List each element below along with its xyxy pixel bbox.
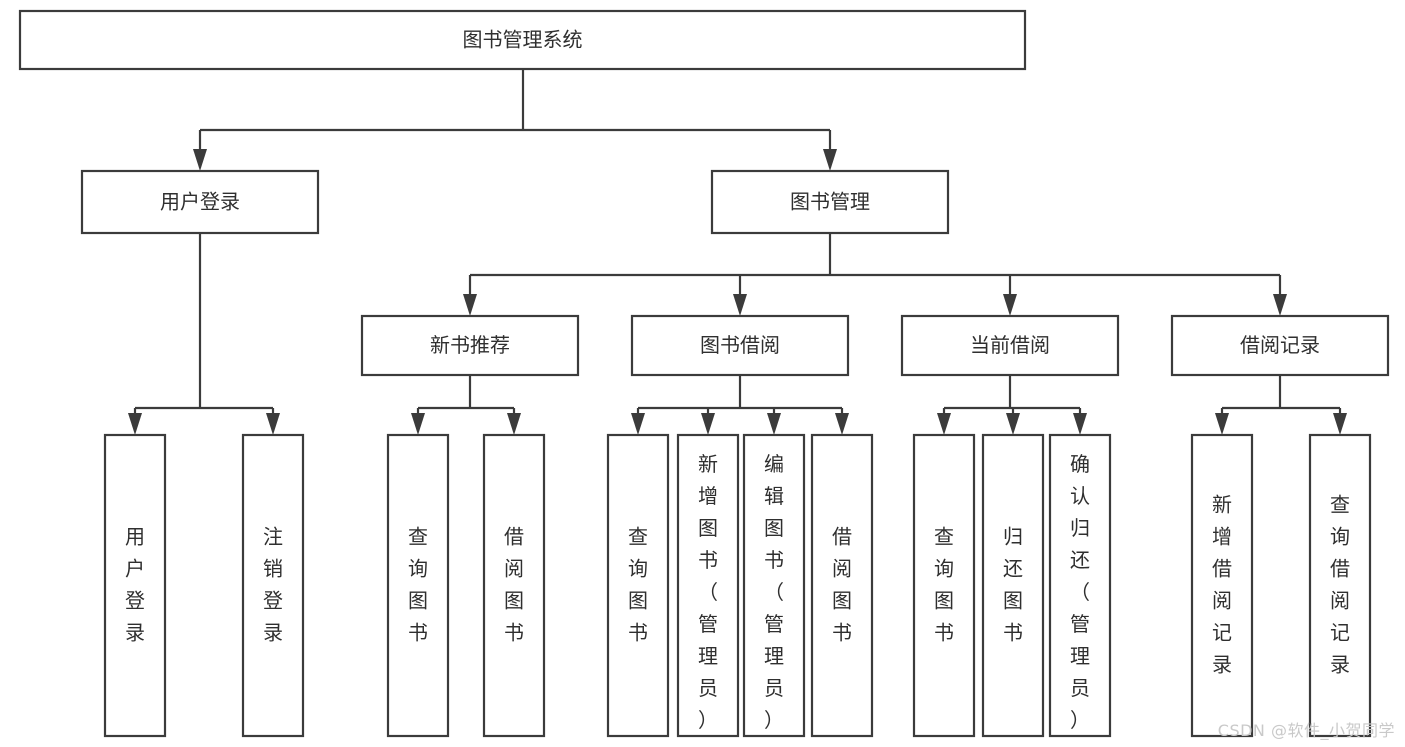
node-label-leaf6: 新增图书（管理员） bbox=[698, 452, 718, 732]
node-label-root: 图书管理系统 bbox=[463, 28, 583, 52]
connector-group bbox=[1215, 375, 1347, 435]
arrow-head-icon bbox=[463, 294, 477, 316]
arrow-head-icon bbox=[823, 149, 837, 171]
node-box-bookmgmt[interactable] bbox=[710, 169, 950, 235]
node-box-leaf13[interactable] bbox=[1308, 433, 1372, 738]
node-label-leaf4: 借阅图书 bbox=[504, 524, 524, 644]
node-borrow[interactable]: 图书借阅 bbox=[630, 314, 850, 377]
node-box-leaf7[interactable] bbox=[742, 433, 806, 738]
arrow-head-icon bbox=[767, 413, 781, 435]
node-label-leaf11: 确认归还（管理员） bbox=[1070, 452, 1090, 732]
connector-group bbox=[411, 375, 521, 435]
node-box-leaf3[interactable] bbox=[386, 433, 450, 738]
node-label-login: 用户登录 bbox=[160, 190, 240, 214]
node-box-leaf9[interactable] bbox=[912, 433, 976, 738]
connector-group bbox=[937, 375, 1087, 435]
node-leaf1[interactable]: 用户登录 bbox=[103, 433, 167, 738]
node-leaf11[interactable]: 确认归还（管理员） bbox=[1048, 433, 1112, 738]
node-box-leaf12[interactable] bbox=[1190, 433, 1254, 738]
arrow-head-icon bbox=[1073, 413, 1087, 435]
arrow-head-icon bbox=[193, 149, 207, 171]
connector-group bbox=[193, 69, 837, 171]
node-label-leaf8: 借阅图书 bbox=[832, 524, 852, 644]
arrow-head-icon bbox=[1006, 413, 1020, 435]
node-box-leaf8[interactable] bbox=[810, 433, 874, 738]
node-leaf13[interactable]: 查询借阅记录 bbox=[1308, 433, 1372, 738]
connector-layer bbox=[128, 69, 1347, 435]
node-label-current: 当前借阅 bbox=[970, 333, 1050, 357]
node-leaf9[interactable]: 查询图书 bbox=[912, 433, 976, 738]
node-box-leaf10[interactable] bbox=[981, 433, 1045, 738]
arrow-head-icon bbox=[128, 413, 142, 435]
node-layer: 图书管理系统用户登录图书管理新书推荐图书借阅当前借阅借阅记录用户登录注销登录查询… bbox=[18, 9, 1390, 738]
node-leaf7[interactable]: 编辑图书（管理员） bbox=[742, 433, 806, 738]
node-box-leaf1[interactable] bbox=[103, 433, 167, 738]
node-label-leaf10: 归还图书 bbox=[1003, 524, 1023, 644]
arrow-head-icon bbox=[507, 413, 521, 435]
node-leaf5[interactable]: 查询图书 bbox=[606, 433, 670, 738]
node-label-leaf13: 查询借阅记录 bbox=[1330, 492, 1350, 676]
connector-group bbox=[128, 233, 280, 435]
node-leaf2[interactable]: 注销登录 bbox=[241, 433, 305, 738]
arrow-head-icon bbox=[1273, 294, 1287, 316]
node-box-leaf6[interactable] bbox=[676, 433, 740, 738]
node-box-root[interactable] bbox=[18, 9, 1027, 71]
arrow-head-icon bbox=[266, 413, 280, 435]
node-leaf10[interactable]: 归还图书 bbox=[981, 433, 1045, 738]
node-label-leaf2: 注销登录 bbox=[263, 524, 283, 644]
node-box-leaf5[interactable] bbox=[606, 433, 670, 738]
node-box-newbook[interactable] bbox=[360, 314, 580, 377]
node-box-leaf11[interactable] bbox=[1048, 433, 1112, 738]
node-login[interactable]: 用户登录 bbox=[80, 169, 320, 235]
node-label-leaf12: 新增借阅记录 bbox=[1212, 492, 1232, 676]
node-records[interactable]: 借阅记录 bbox=[1170, 314, 1390, 377]
arrow-head-icon bbox=[733, 294, 747, 316]
arrow-head-icon bbox=[631, 413, 645, 435]
node-label-records: 借阅记录 bbox=[1240, 333, 1320, 357]
arrow-head-icon bbox=[937, 413, 951, 435]
node-box-login[interactable] bbox=[80, 169, 320, 235]
node-current[interactable]: 当前借阅 bbox=[900, 314, 1120, 377]
node-label-leaf9: 查询图书 bbox=[934, 524, 954, 644]
node-leaf12[interactable]: 新增借阅记录 bbox=[1190, 433, 1254, 738]
arrow-head-icon bbox=[1333, 413, 1347, 435]
node-label-newbook: 新书推荐 bbox=[430, 333, 510, 357]
node-leaf4[interactable]: 借阅图书 bbox=[482, 433, 546, 738]
node-label-bookmgmt: 图书管理 bbox=[790, 190, 870, 214]
node-label-leaf1: 用户登录 bbox=[125, 524, 145, 644]
node-newbook[interactable]: 新书推荐 bbox=[360, 314, 580, 377]
connector-group bbox=[463, 233, 1287, 316]
node-box-leaf4[interactable] bbox=[482, 433, 546, 738]
node-bookmgmt[interactable]: 图书管理 bbox=[710, 169, 950, 235]
node-leaf3[interactable]: 查询图书 bbox=[386, 433, 450, 738]
node-label-leaf3: 查询图书 bbox=[408, 524, 428, 644]
arrow-head-icon bbox=[701, 413, 715, 435]
node-box-borrow[interactable] bbox=[630, 314, 850, 377]
node-leaf6[interactable]: 新增图书（管理员） bbox=[676, 433, 740, 738]
arrow-head-icon bbox=[1215, 413, 1229, 435]
node-label-leaf7: 编辑图书（管理员） bbox=[764, 452, 784, 732]
node-root[interactable]: 图书管理系统 bbox=[18, 9, 1027, 71]
node-label-leaf5: 查询图书 bbox=[628, 524, 648, 644]
node-box-leaf2[interactable] bbox=[241, 433, 305, 738]
arrow-head-icon bbox=[411, 413, 425, 435]
arrow-head-icon bbox=[1003, 294, 1017, 316]
node-box-current[interactable] bbox=[900, 314, 1120, 377]
node-leaf8[interactable]: 借阅图书 bbox=[810, 433, 874, 738]
node-box-records[interactable] bbox=[1170, 314, 1390, 377]
arrow-head-icon bbox=[835, 413, 849, 435]
node-label-borrow: 图书借阅 bbox=[700, 333, 780, 357]
connector-group bbox=[631, 375, 849, 435]
